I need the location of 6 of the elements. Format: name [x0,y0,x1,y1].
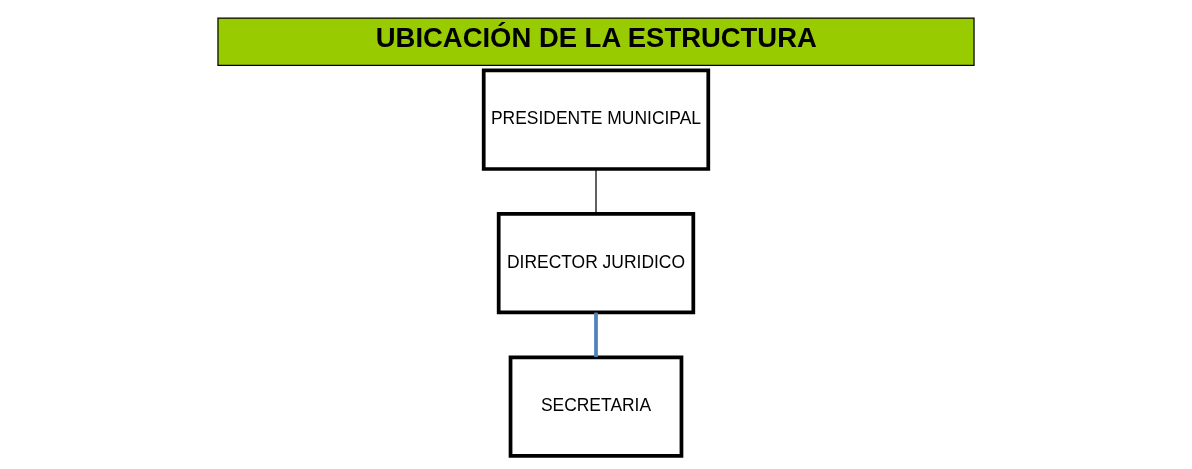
node-box: DIRECTOR JURIDICO [496,212,696,315]
node-box: PRESIDENTE MUNICIPAL [481,68,711,171]
node-box: SECRETARIA [508,355,684,458]
connector [594,312,598,358]
diagram-title: UBICACIÓN DE LA ESTRUCTURA [375,22,817,54]
connector [595,168,597,215]
